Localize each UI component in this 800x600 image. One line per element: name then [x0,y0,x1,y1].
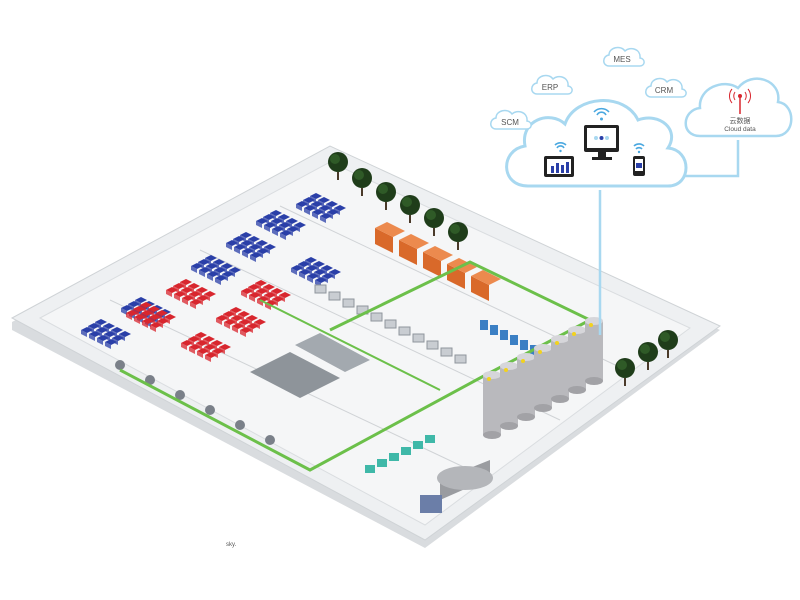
silo [500,362,518,430]
silo [568,326,586,394]
mixer-unit [205,405,215,415]
main-cloud [505,99,688,188]
red-crate-stack [126,302,176,332]
blue-machine [500,330,508,340]
blue-machine [490,325,498,335]
teal-unit [425,435,435,443]
mixer-unit [235,420,245,430]
red-crate-stack [216,307,266,337]
conveyor-line [250,352,340,398]
phone-icon [633,156,645,176]
teal-unit [413,441,423,449]
silo [534,344,552,412]
orange-unit [471,270,501,301]
orange-unit [375,222,405,253]
storage-racks [81,193,346,362]
blue-machine [480,320,488,330]
mixer-unit [175,390,185,400]
red-crate-stack [166,279,216,309]
red-crate-stack [181,332,231,362]
machine-unit [412,333,425,343]
mixer-unit [265,435,275,445]
tree [424,208,444,236]
mixer-unit [115,360,125,370]
machine-unit [342,298,355,308]
machine-unit [328,291,341,301]
silo [483,371,501,439]
tree [376,182,396,210]
production-lines [115,222,538,473]
tank-truck [420,460,493,513]
blue-crate-stack [296,193,346,223]
crm-label: CRM [655,86,674,95]
trees [328,152,678,386]
cloud-data-cn-label: 云数据 [730,116,751,125]
blue-crate-stack [191,255,241,285]
orange-unit [423,246,453,277]
blue-crate-stack [291,257,341,287]
cloud-data-en-label: Cloud data [724,126,756,133]
tablet-icon [544,156,574,177]
machine-unit [384,319,397,329]
blue-crate-stack [81,319,131,349]
silos [483,317,603,439]
scm-cloud: SCM [490,109,532,130]
mixer-unit [145,375,155,385]
blue-machine [520,340,528,350]
blue-crate-stack [256,210,306,240]
cloud-connector-line [680,140,740,178]
blue-crate-stack [226,232,276,262]
mes-cloud: MES [603,46,645,67]
wifi-icon [554,107,645,150]
teal-unit [401,447,411,455]
teal-unit [365,465,375,473]
tree [400,195,420,223]
silo [585,317,603,385]
erp-label: ERP [542,83,558,92]
factory-floor [10,145,721,548]
mes-label: MES [613,55,630,64]
crm-cloud: CRM [645,77,687,98]
tree [615,358,635,386]
machine-unit [454,354,467,364]
machine-unit [314,284,327,294]
green-pipeline [259,299,441,391]
orange-unit [399,234,429,265]
machine-unit [370,312,383,322]
teal-unit [377,459,387,467]
footer-text: sky. [226,542,237,548]
machine-unit [398,326,411,336]
antenna-icon [728,88,752,114]
red-crate-stack [241,280,291,310]
cloud-data-cloud: 云数据 Cloud data [684,77,793,138]
conveyor-line [295,333,370,372]
silo [551,335,569,403]
blue-machine [510,335,518,345]
teal-unit [389,453,399,461]
silo [517,353,535,421]
tree [638,342,658,370]
tree [352,168,372,196]
scm-label: SCM [501,118,519,127]
monitor-icon [584,125,619,160]
tree [448,222,468,250]
tree [658,330,678,358]
machine-unit [440,347,453,357]
machine-unit [426,340,439,350]
erp-cloud: ERP [531,74,573,95]
tree [328,152,348,180]
